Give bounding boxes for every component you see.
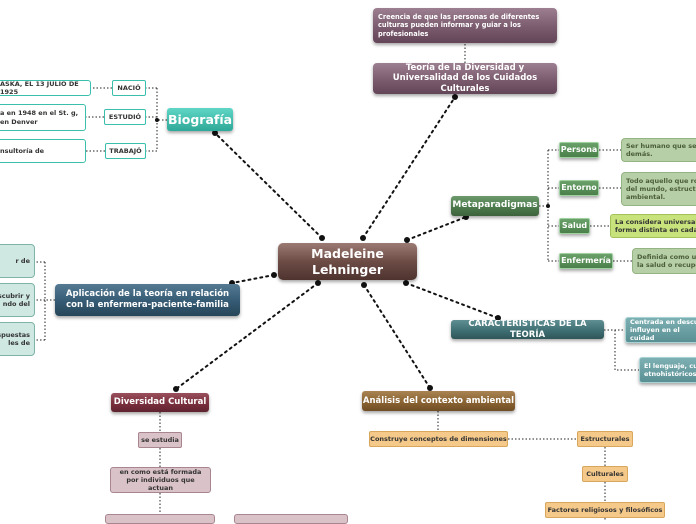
link-central-biografia <box>214 132 323 239</box>
metaparadigma-enfermeria[interactable]: Enfermería <box>559 253 613 269</box>
aplicacion-item-2[interactable]: scubrir y ndo del <box>0 283 35 317</box>
metaparadigma-salud-desc[interactable]: La considera universal, forma distinta e… <box>610 214 696 238</box>
link-central-diversidad <box>175 282 319 390</box>
analisis-label: Análisis del contexto ambiental <box>362 395 515 406</box>
analisis-item-estructurales[interactable]: Estructurales <box>577 431 633 447</box>
caracteristicas-node[interactable]: CARACTERISTICAS DE LA TEORÍA <box>451 320 604 339</box>
diversidad-item-formada[interactable]: en como está formada por individuos que … <box>110 467 211 493</box>
biografia-key-estudio[interactable]: ESTUDIÓ <box>104 109 146 125</box>
link-central-analisis <box>363 284 431 389</box>
aplicacion-item-1[interactable]: r de <box>0 244 35 278</box>
teoria-label: Teoría de la Diversidad y Universalidad … <box>392 63 538 94</box>
diversidad-item-se-estudia[interactable]: se estudia <box>138 432 182 448</box>
link-central-aplicacion <box>231 274 275 284</box>
teoria-child-text: Creencia de que las personas de diferent… <box>378 13 540 38</box>
biografia-value-trabajo[interactable]: nsultoría de <box>0 139 86 163</box>
biografia-value-nacio[interactable]: ASKA, EL 13 JULIO DE 1925 <box>0 80 91 96</box>
analisis-item-factores[interactable]: Factores religiosos y filosóficos <box>545 502 665 518</box>
aplicacion-node[interactable]: Aplicación de la teoría en relación con … <box>55 284 240 316</box>
analisis-item-culturales[interactable]: Culturales <box>582 466 628 482</box>
central-topic[interactable]: Madeleine Lehninger <box>278 243 417 280</box>
aplicacion-item-3[interactable]: spuestas les de <box>0 322 35 356</box>
caracteristica-1[interactable]: Centrada en descub influyen en el cuidad <box>625 317 696 343</box>
metaparadigma-salud[interactable]: Salud <box>559 218 590 234</box>
teoria-node[interactable]: Teoría de la Diversidad y Universalidad … <box>373 63 557 94</box>
metaparadigma-entorno[interactable]: Entorno <box>559 180 599 196</box>
central-topic-label: Madeleine Lehninger <box>311 245 384 277</box>
biografia-key-nacio[interactable]: NACIÓ <box>112 80 146 96</box>
biografia-key-trabajo[interactable]: TRABAJÓ <box>105 143 146 159</box>
diversidad-node[interactable]: Diversidad Cultural <box>111 393 209 412</box>
teoria-child[interactable]: Creencia de que las personas de diferent… <box>373 8 557 43</box>
biografia-value-estudio[interactable]: a en 1948 en el St. g, en Denver <box>0 104 86 131</box>
caracteristicas-label: CARACTERISTICAS DE LA TEORÍA <box>468 320 587 339</box>
metaparadigmas-node[interactable]: Metaparadigmas <box>451 196 539 216</box>
diversidad-item-partial-1 <box>105 514 215 524</box>
link-central-caracteristicas <box>405 282 499 319</box>
metaparadigma-persona-desc[interactable]: Ser humano que se c demás. <box>621 138 696 162</box>
diversidad-item-partial-2 <box>234 514 348 524</box>
analisis-child[interactable]: Construye conceptos de dimensiones <box>369 431 508 447</box>
caracteristica-2[interactable]: El lenguaje, cul etnohistóricos <box>639 357 696 383</box>
diversidad-label: Diversidad Cultural <box>113 397 207 408</box>
metaparadigma-entorno-desc[interactable]: Todo aquello que roc del mundo, estructu… <box>621 172 696 206</box>
metaparadigmas-label: Metaparadigmas <box>452 200 538 211</box>
link-central-teoria <box>362 96 456 239</box>
aplicacion-label: Aplicación de la teoría en relación con … <box>65 289 230 310</box>
link-central-metaparadigmas <box>406 216 467 241</box>
metaparadigma-enfermeria-desc[interactable]: Definida como un la salud o recupe <box>632 248 696 274</box>
biografia-label: Biografía <box>167 111 233 127</box>
biografia-node[interactable]: Biografía <box>167 108 233 131</box>
analisis-node[interactable]: Análisis del contexto ambiental <box>362 391 515 411</box>
metaparadigma-persona[interactable]: Persona <box>559 142 599 158</box>
